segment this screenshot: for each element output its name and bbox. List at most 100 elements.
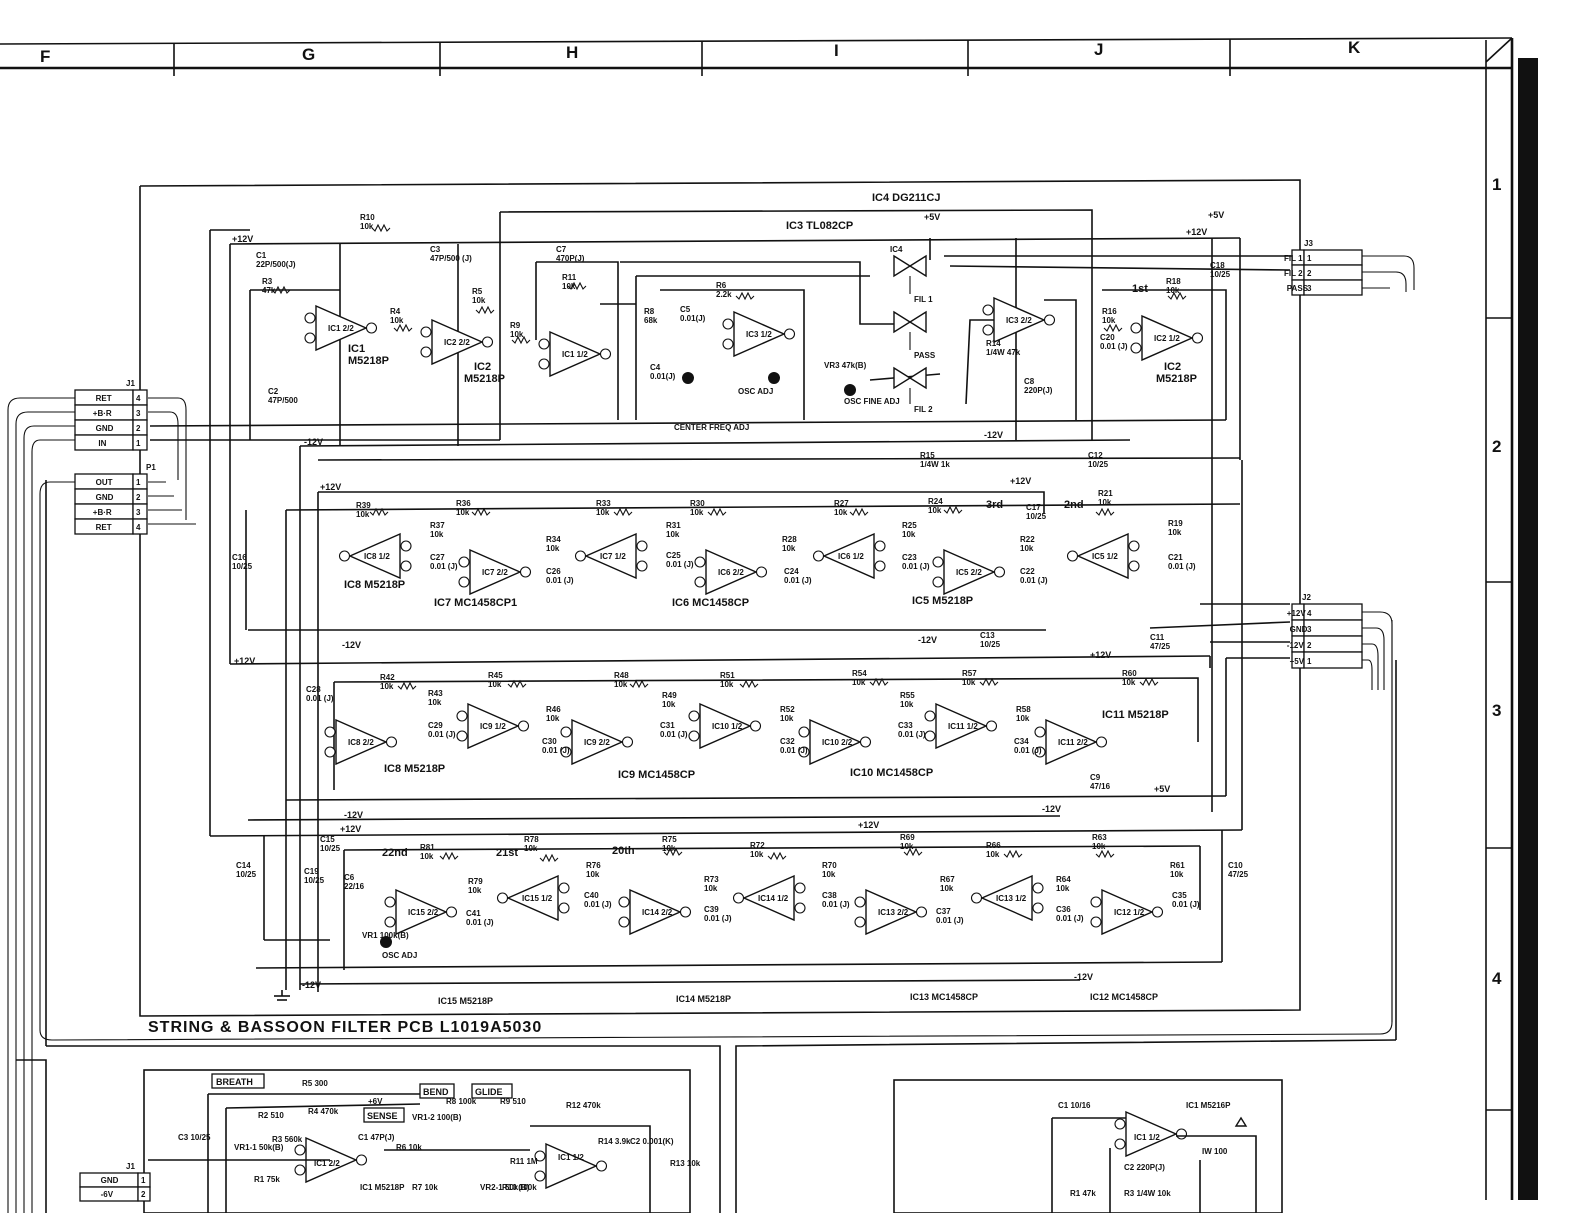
resistor-icon	[539, 853, 559, 863]
part-value: 22/16	[344, 882, 365, 891]
opamp-row1-1: IC7 2/2	[458, 548, 532, 596]
opamp-triangle	[943, 548, 996, 596]
row3-ic-label-0: IC15 M5218P	[438, 996, 493, 1006]
part-value: 10k	[524, 844, 538, 853]
trimmer-vr4-icon	[682, 372, 694, 384]
grid-frame: F G H I J K 1 2 3 4	[0, 37, 1538, 1200]
opamp-pin	[560, 746, 572, 758]
connector-pin-label: GND	[1290, 625, 1308, 634]
part-value: 10k	[662, 700, 676, 709]
part-ref: R4	[390, 307, 401, 316]
opamp-pin	[924, 730, 936, 742]
grid-col-j: J	[1094, 40, 1103, 59]
resistor-icon	[613, 507, 633, 517]
opamp-pin	[385, 736, 398, 748]
part-ref: C22	[1020, 567, 1035, 576]
opamp-row1-5: IC5 2/2	[932, 548, 1006, 596]
part-ref: R49	[662, 691, 677, 700]
opamp-pin	[1034, 746, 1046, 758]
part-ref: R6	[716, 281, 727, 290]
rail-label-p12-top: +12V	[232, 234, 253, 244]
connector-pin-num-cell	[1303, 651, 1363, 669]
opamp-pin	[324, 746, 336, 758]
part-ref: C1	[256, 251, 267, 260]
rail-label-p12-right: +12V	[1186, 227, 1207, 237]
opamp-pin	[621, 736, 634, 748]
part-ref: R78	[524, 835, 539, 844]
rail-label-p12-r2b: +12V	[1090, 650, 1111, 660]
opamp-label: IC2 1/2	[1154, 334, 1180, 343]
analog-switch-ic4: IC4 FIL 1 PASS FIL 2	[890, 245, 936, 414]
connector-pin-number: 4	[1307, 609, 1312, 618]
part-value: 10/25	[1210, 270, 1231, 279]
opamp-pin	[932, 556, 944, 568]
part-value: 10k	[902, 530, 916, 539]
part-value: 0.01(J)	[650, 372, 676, 381]
lower-left-part: R6 10k	[396, 1143, 422, 1152]
connector-pin-num-cell	[137, 1186, 151, 1202]
ground-icon	[274, 990, 290, 1001]
opamp-pin	[294, 1164, 306, 1176]
part-value: 10k	[390, 316, 404, 325]
resistor-icon	[903, 847, 923, 857]
connector-pin-num-cell	[132, 518, 148, 535]
resistor-icon	[1167, 291, 1187, 301]
resistor-icon	[471, 507, 491, 517]
part-ref: C32	[780, 737, 795, 746]
rail-label-p5-r2: +5V	[1154, 784, 1170, 794]
opamp-label: IC15 2/2	[408, 908, 439, 917]
rail-label-p12-r1b: +12V	[1010, 476, 1031, 486]
opamp-pin	[985, 720, 998, 732]
lower-left-part: R8 100k	[446, 1097, 477, 1106]
part-ref: R45	[488, 671, 503, 680]
opamp-pin	[456, 710, 468, 722]
opamp-pin	[982, 324, 994, 336]
part-value: 10k	[360, 222, 374, 231]
part-label: M5218P	[464, 373, 505, 385]
right-edge-bar	[1518, 58, 1538, 1200]
part-value: 47P/500 (J)	[430, 254, 472, 263]
connector-pin-label: OUT	[96, 478, 113, 487]
rail-label-m12-bottom: -12V	[302, 980, 321, 990]
part-value: 10k	[690, 508, 704, 517]
part-ref: C23	[902, 553, 917, 562]
part-ref: R61	[1170, 861, 1185, 870]
lower-left-part: R12 470k	[566, 1101, 601, 1110]
part-ref: R70	[822, 861, 837, 870]
opamp-pin	[534, 1170, 546, 1182]
tag-breath-label: BREATH	[216, 1077, 253, 1087]
part-ref: R81	[420, 843, 435, 852]
opamp-pin	[915, 906, 928, 918]
opamp-pin	[854, 896, 866, 908]
part-ref: R30	[690, 499, 705, 508]
part-value: 10/25	[236, 870, 257, 879]
stage-2nd: 2nd	[1064, 499, 1084, 511]
trimmer-vr2-icon	[768, 372, 780, 384]
lower-left-part: R4 470k	[308, 1107, 339, 1116]
opamp-label: IC15 1/2	[522, 894, 553, 903]
part-ref: C17	[1026, 503, 1041, 512]
opamp-pin	[722, 338, 734, 350]
opamp-pin	[1032, 902, 1044, 914]
part-ref: C36	[1056, 905, 1071, 914]
resistor-icon	[475, 305, 495, 315]
lower-left-part: VR2-1 50k(B)	[480, 1183, 530, 1192]
part-value: 10/25	[1026, 512, 1047, 521]
opamp-pin	[1130, 322, 1142, 334]
part-ref: C26	[546, 567, 561, 576]
opamp-label: IC8 2/2	[348, 738, 374, 747]
part-ref: C9	[1090, 773, 1101, 782]
connector-pin-number: 4	[136, 523, 141, 532]
opamp-label: IC1 2/2	[328, 324, 354, 333]
opamp-pin	[1128, 540, 1140, 552]
part-value: 10k	[420, 852, 434, 861]
part-ref: R64	[1056, 875, 1071, 884]
lower-left-part: VR1-2 100(B)	[412, 1113, 462, 1122]
opamp-label: IC9 1/2	[480, 722, 506, 731]
opamp-row3-3: IC14 1/2	[732, 874, 806, 922]
opamp-row3-4: IC13 2/2	[854, 888, 928, 936]
rail-label-m12-r1b: -12V	[918, 635, 937, 645]
lower-left-part: R11 1M	[510, 1157, 538, 1166]
